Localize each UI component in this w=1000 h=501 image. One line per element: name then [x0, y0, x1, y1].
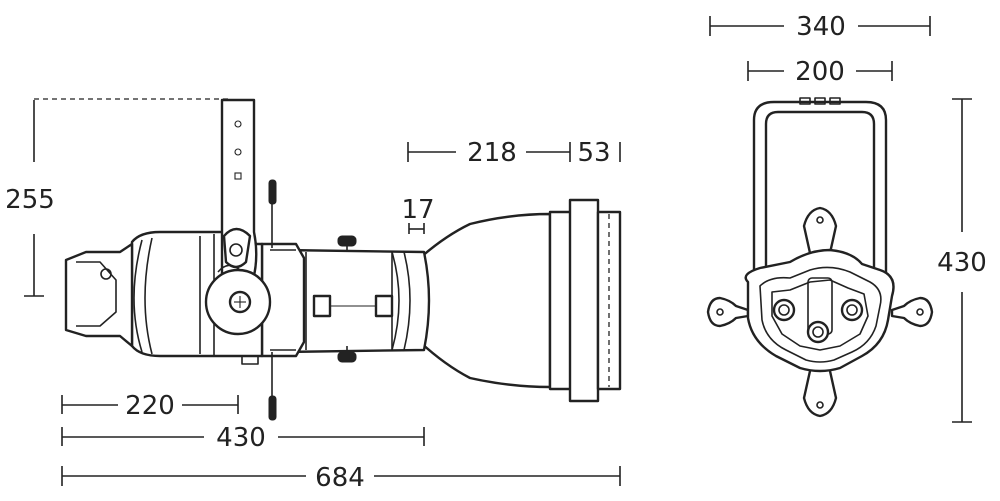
front-lens-ring-outer — [568, 198, 600, 403]
front-shutter-bottom — [802, 360, 838, 418]
front-body — [744, 248, 895, 373]
front-lens-ring — [548, 210, 574, 391]
dimension-340: 340 — [709, 12, 931, 42]
front-shutter-top — [802, 206, 838, 264]
front-knob-center — [806, 320, 830, 344]
shutter-handle-bottom — [268, 395, 277, 421]
front-shutter-left — [706, 296, 750, 328]
zoom-knob-right — [374, 294, 394, 318]
dim-label-430-front: 430 — [937, 248, 987, 278]
side-view-fixture — [64, 98, 622, 421]
dim-label-218: 218 — [467, 138, 517, 168]
dimension-200: 200 — [747, 57, 893, 87]
barrel-handle-top — [337, 235, 357, 247]
barrel-handle-bottom — [337, 351, 357, 363]
dimension-218-53: 218 53 — [407, 138, 621, 168]
front-knob-left — [772, 298, 796, 322]
dim-label-430-side: 430 — [216, 423, 266, 453]
front-shutter-right — [890, 296, 934, 328]
dimension-220: 220 — [61, 391, 239, 421]
dim-label-200: 200 — [795, 57, 845, 87]
dim-label-53: 53 — [577, 138, 610, 168]
tilt-lock-knob — [222, 227, 252, 269]
dim-label-17: 17 — [401, 195, 434, 225]
dimension-17: 17 — [401, 195, 435, 234]
dim-label-220: 220 — [125, 391, 175, 421]
zoom-knob-left — [312, 294, 332, 318]
dimension-430-side: 430 — [61, 423, 425, 453]
front-cone — [418, 212, 552, 389]
shutter-handle-top — [268, 179, 277, 205]
rear-cap — [64, 242, 134, 348]
dimension-255: 255 — [5, 98, 230, 297]
gel-frame — [596, 210, 622, 391]
dimension-684: 684 — [61, 463, 621, 493]
dim-label-684: 684 — [315, 463, 365, 493]
dimension-430-front: 430 — [937, 98, 987, 423]
dim-label-255: 255 — [5, 185, 55, 215]
front-knob-right — [840, 298, 864, 322]
front-view-fixture — [706, 97, 934, 418]
dim-label-340: 340 — [796, 12, 846, 42]
